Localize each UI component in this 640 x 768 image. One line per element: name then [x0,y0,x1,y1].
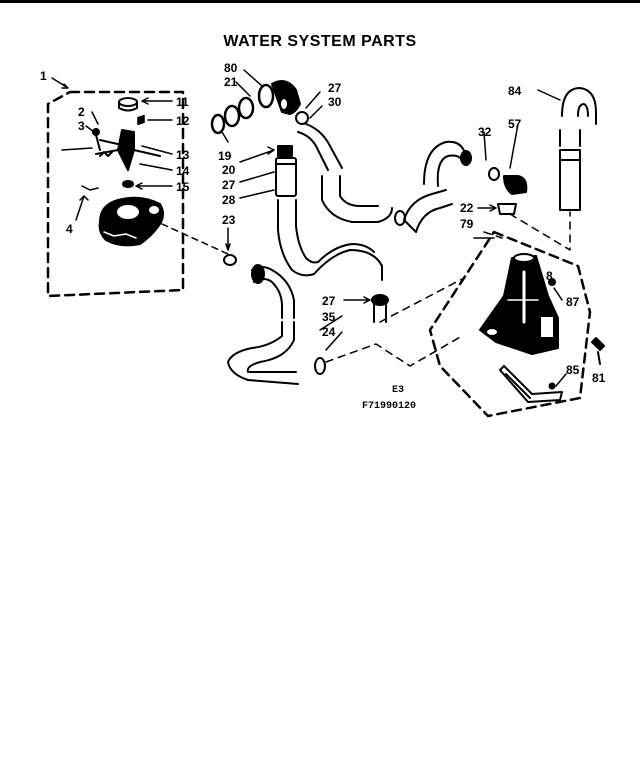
hose-32 [403,140,500,233]
label-part-23: 23 [222,213,236,227]
pump-assembly-box [428,230,592,418]
label-part-79: 79 [460,217,474,231]
label-part-20: 20 [222,163,236,177]
label-part-87: 87 [566,295,580,309]
label-part-19: 19 [218,149,232,163]
figure-code: E3 [392,385,404,396]
label-part-8: 8 [546,269,553,283]
label-part-21: 21 [224,75,238,89]
label-part-11: 11 [176,95,189,109]
label-part-27-upper: 27 [222,178,236,192]
figure-number: F71990120 [362,401,416,412]
hose-35-assembly [223,254,326,385]
label-part-35: 35 [322,310,336,324]
valve-assembly-parts [61,97,164,247]
label-part-81: 81 [592,371,606,385]
diagram-title: WATER SYSTEM PARTS [223,33,417,50]
label-part-14: 14 [176,164,190,178]
label-part-1: 1 [40,69,47,83]
label-part-28: 28 [222,193,236,207]
label-part-85: 85 [566,363,580,377]
label-part-3: 3 [78,119,85,133]
label-part-15: 15 [176,180,190,194]
pump-assembly-parts [479,253,605,403]
label-part-30: 30 [328,95,342,109]
label-part-27-lower: 27 [322,294,336,308]
label-part-12: 12 [176,114,190,128]
label-part-32: 32 [478,125,492,139]
hose-30 [295,111,343,171]
valve-assembly-box [46,90,185,298]
connector-tube-28 [275,145,297,197]
label-part-22: 22 [460,201,474,215]
middle-leader-lines [225,89,561,351]
label-part-4: 4 [66,222,73,236]
elbow-fitting-group [210,80,301,135]
label-part-80: 80 [224,61,238,75]
fitting-57 [497,175,528,215]
label-part-84: 84 [508,84,522,98]
connector-dashed-line [161,223,229,255]
pump-leader-lines [473,237,567,387]
part-labels: 1 2 3 4 11 12 13 14 15 80 21 19 20 27 28… [40,61,606,412]
hose-s-bend [321,175,406,226]
label-part-57: 57 [508,117,522,131]
valve-leader-lines [51,77,173,221]
center-leader-lines [221,69,275,199]
dashed-connection-lines [325,211,571,367]
label-part-24: 24 [322,325,336,339]
label-part-27-hose: 27 [328,81,342,95]
hose-84 [559,87,597,211]
label-part-2: 2 [78,105,85,119]
top-border-line [0,0,640,3]
label-part-13: 13 [176,148,190,162]
